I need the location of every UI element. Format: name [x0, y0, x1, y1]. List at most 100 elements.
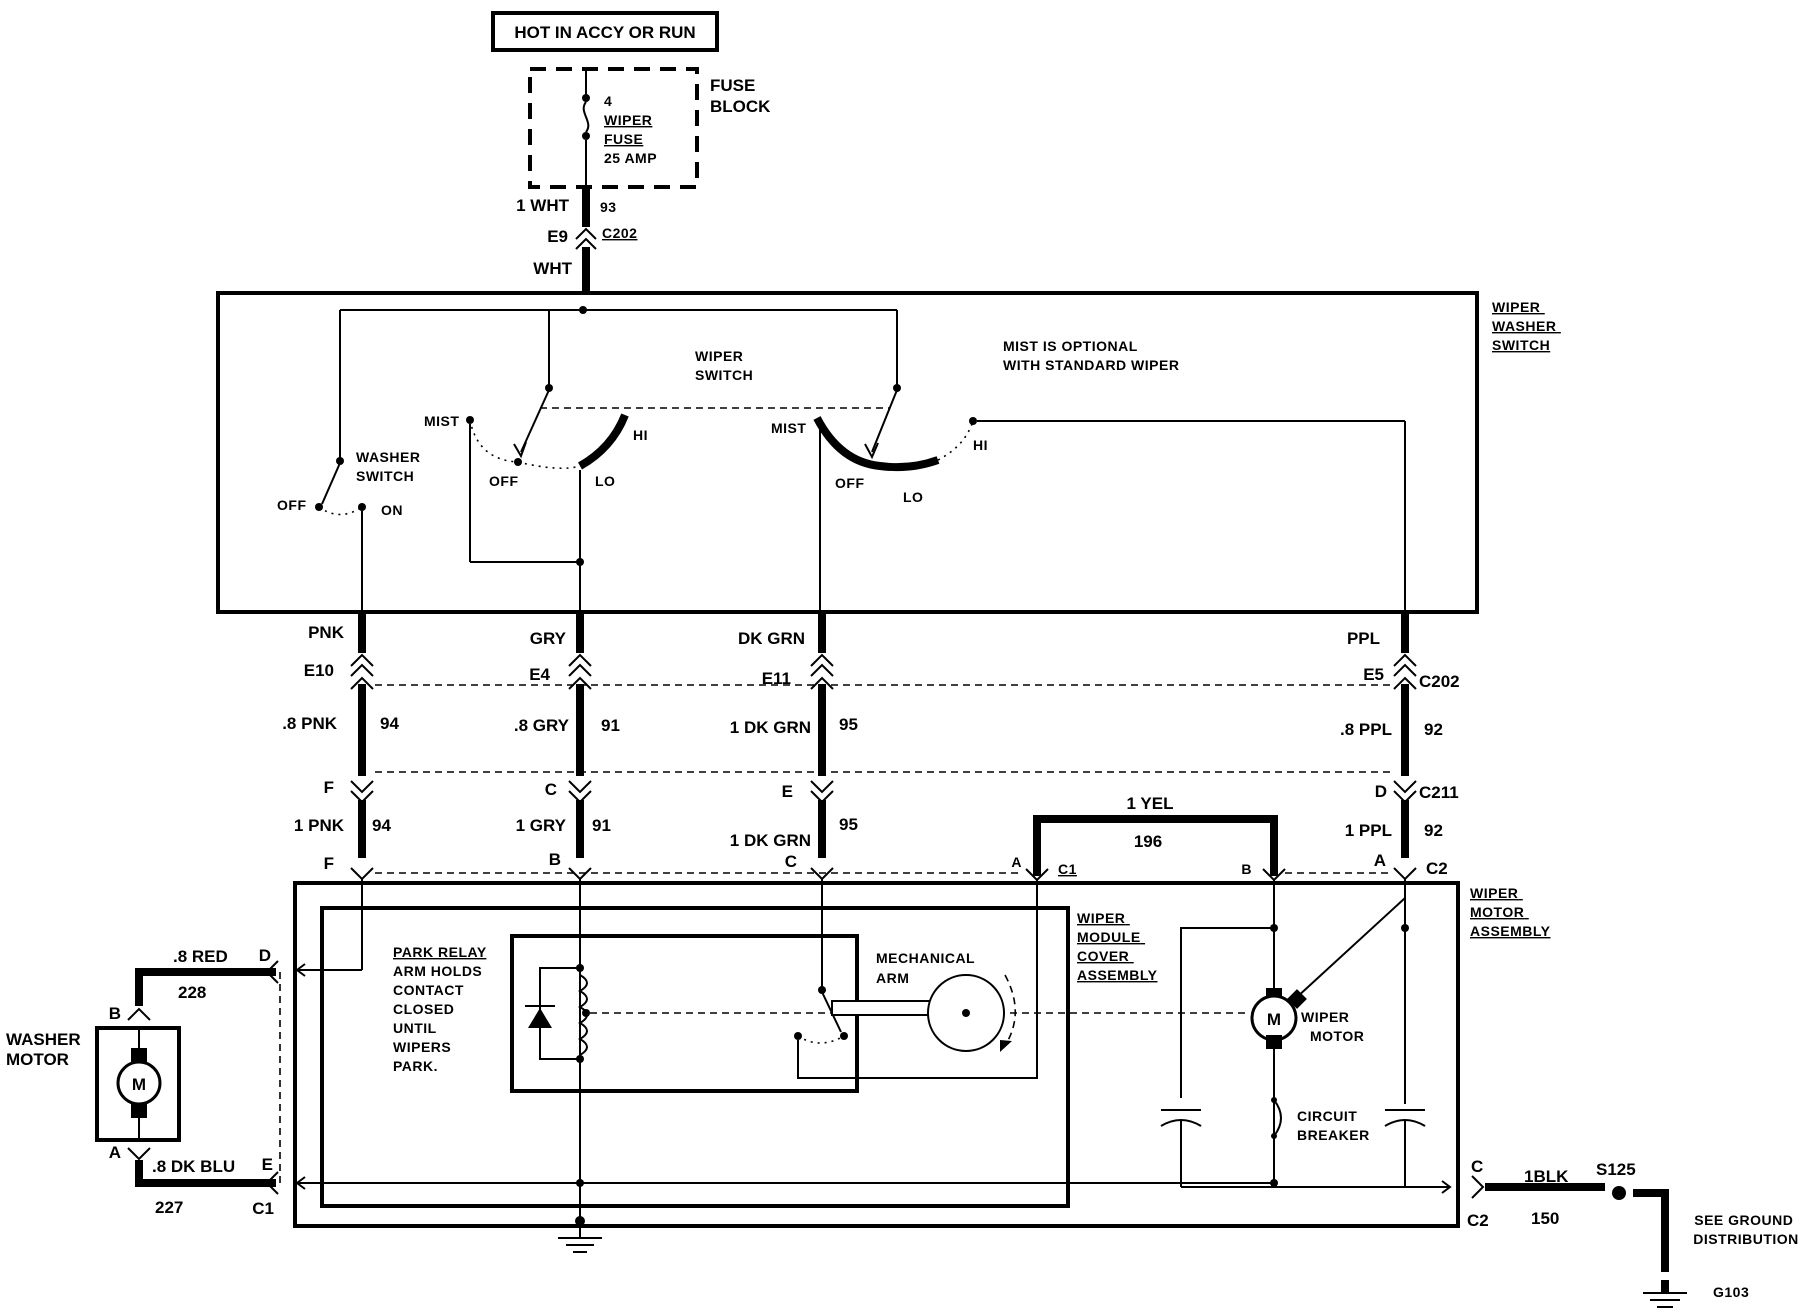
wire-color-pnk: PNK [308, 623, 345, 642]
c211-wire-dk-grn: 1 DK GRN [730, 831, 811, 850]
c202-wire-gry: .8 GRY [514, 716, 570, 735]
off-label-2: OFF [835, 475, 865, 491]
c211-connector-label: C211 [1419, 783, 1459, 802]
ground-circuit-label: 150 [1531, 1209, 1559, 1228]
c211-wire-pnk: 1 PNK [294, 816, 345, 835]
power-source-label: HOT IN ACCY OR RUN [514, 23, 695, 42]
mist-label-2: MIST [771, 420, 806, 436]
fuse-block-outline [528, 67, 699, 189]
cam-rotation-arrow [1004, 974, 1016, 1045]
washer-return-wire-label: .8 DK BLU [152, 1157, 235, 1176]
washer-return-pin-a: A [109, 1143, 121, 1162]
washer-return-connector: C1 [252, 1199, 274, 1218]
c211-circuit-91: 91 [592, 816, 611, 835]
jumper-circuit-label: 196 [1134, 832, 1162, 851]
c202-wire-dk-grn: 1 DK GRN [730, 718, 811, 737]
c1-pin-f: F [324, 854, 334, 873]
wire-color-ppl: PPL [1347, 629, 1380, 648]
c2-pin-a: A [1374, 851, 1386, 870]
fuse-icon [582, 101, 590, 133]
c202-pin-e5: E5 [1363, 665, 1384, 684]
feed-wire-label: 1 WHT [516, 196, 570, 215]
c211-wire-gry: 1 GRY [516, 816, 567, 835]
washer-on-label: ON [381, 502, 403, 518]
wiper-motor-label: WIPER MOTOR [1301, 1009, 1364, 1044]
washer-motor-symbol: M [132, 1075, 146, 1094]
c202-e9-terminal [575, 227, 597, 240]
washer-feed-wire [135, 968, 276, 1006]
washer-feed-pin-d: D [259, 946, 271, 965]
circuit-breaker-label: CIRCUIT BREAKER [1297, 1108, 1370, 1143]
diode-icon [528, 1008, 552, 1028]
fuse-label: 4 WIPER FUSE 25 AMP [604, 93, 657, 166]
c211-circuit-94: 94 [372, 816, 391, 835]
c211-pin-c: C [545, 780, 557, 799]
wiper-switch-contact-mist-lo-2 [813, 416, 940, 472]
feed-color-label: WHT [533, 259, 572, 278]
circuit-breaker-icon [1273, 1099, 1282, 1137]
washer-return-wire [135, 1160, 276, 1187]
wiper-module-cover-box [320, 906, 1070, 1208]
ground-point-g103: G103 [1713, 1284, 1749, 1300]
c211-wire-ppl: 1 PPL [1345, 821, 1392, 840]
lo-label-1: LO [595, 473, 615, 489]
c1-pin-b: B [549, 850, 561, 869]
wiper-motor-assembly-label: WIPER MOTOR ASSEMBLY [1470, 885, 1551, 939]
c211-circuit-92: 92 [1424, 821, 1443, 840]
c202-circuit-91: 91 [601, 716, 620, 735]
washer-feed-wire-label: .8 RED [173, 947, 228, 966]
wiper-motor-symbol: M [1267, 1010, 1281, 1029]
hi-label-2: HI [973, 437, 988, 453]
washer-return-pin-e: E [262, 1155, 273, 1174]
off-label-1: OFF [489, 473, 519, 489]
mechanical-arm-label: MECHANICAL ARM [876, 950, 979, 986]
jumper-wire-label: 1 YEL [1127, 794, 1174, 813]
washer-off-label: OFF [277, 497, 307, 513]
washer-switch-label: WASHER SWITCH [356, 449, 425, 484]
park-relay-box [510, 934, 859, 1093]
splice-s125 [1612, 1186, 1626, 1200]
c202-pin-e11: E11 [762, 669, 791, 688]
c1-connector-label: C1 [1058, 861, 1077, 877]
wiper-switch-blade-2 [871, 389, 898, 453]
jumper-pin-a: A [1011, 854, 1022, 870]
jumper-pin-b: B [1241, 861, 1252, 877]
power-source-box [491, 11, 719, 52]
feed-connector-label: C202 [602, 225, 637, 241]
wire-color-gry: GRY [530, 629, 567, 648]
c202-pin-e10: E10 [304, 661, 334, 680]
c211-pin-d: D [1375, 782, 1387, 801]
c202-wire-pnk: .8 PNK [282, 714, 338, 733]
washer-feed-pin-b: B [109, 1004, 121, 1023]
wiper-switch-blade-1 [520, 389, 550, 453]
feed-circuit-label: 93 [600, 199, 617, 215]
park-relay-note: PARK RELAY ARM HOLDS CONTACT CLOSED UNTI… [393, 944, 491, 1074]
jumper-wire-1-yel [1033, 815, 1278, 876]
lo-label-2: LO [903, 489, 923, 505]
c202-connector-label: C202 [1419, 672, 1460, 691]
washer-motor-label: WASHER MOTOR [6, 1030, 85, 1069]
c202-circuit-94: 94 [380, 714, 399, 733]
wiper-washer-switch-box [216, 291, 1479, 614]
wiper-washer-switch-label: WIPER WASHER SWITCH [1492, 299, 1561, 353]
c202-circuit-92: 92 [1424, 720, 1443, 739]
c211-circuit-95: 95 [839, 815, 858, 834]
ground-wire-label: 1BLK [1524, 1167, 1569, 1186]
c211-pin-e: E [782, 782, 793, 801]
c202-circuit-95: 95 [839, 715, 858, 734]
c2-connector-label: C2 [1426, 859, 1448, 878]
wiper-module-cover-label: WIPER MODULE COVER ASSEMBLY [1077, 910, 1158, 983]
ground-pin-c: C [1471, 1157, 1483, 1176]
washer-feed-circuit: 228 [178, 983, 206, 1002]
wiper-motor-assembly-box [293, 881, 1460, 1228]
ground-connector-c2: C2 [1467, 1211, 1489, 1230]
c211-pin-f: F [324, 778, 334, 797]
feed-pin-label: E9 [547, 227, 568, 246]
c202-wire-ppl: .8 PPL [1340, 720, 1392, 739]
washer-switch-blade [321, 462, 341, 505]
mist-note: MIST IS OPTIONAL WITH STANDARD WIPER [1003, 338, 1179, 373]
mist-label-1: MIST [424, 413, 459, 429]
c202-pin-e4: E4 [529, 665, 550, 684]
